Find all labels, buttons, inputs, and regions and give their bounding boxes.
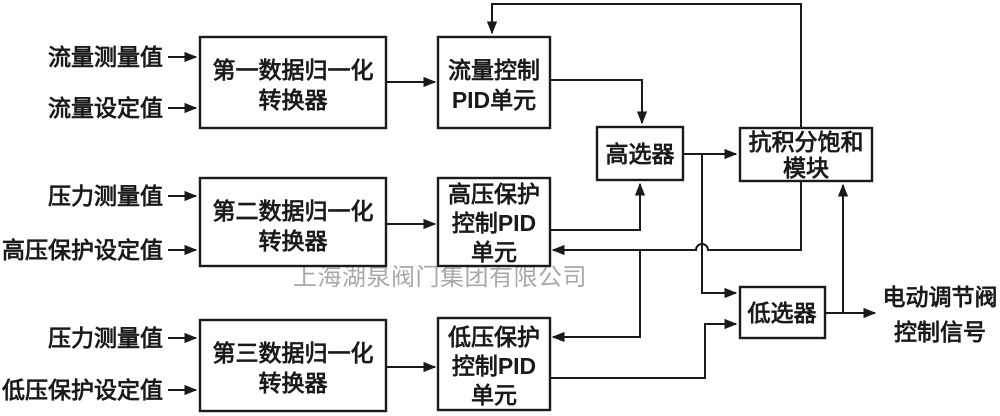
input-label-high-pressure-setpoint: 高压保护设定值 xyxy=(2,237,163,263)
normalizer1-label-line2: 转换器 xyxy=(259,87,329,113)
normalizer1-box xyxy=(198,35,388,130)
arrow-low-pressure-pid-to-low-selector xyxy=(550,318,738,379)
arrow-anti-windup-to-low-pressure-pid xyxy=(551,250,641,343)
output-label-line1: 电动调节阀 xyxy=(883,284,998,310)
arrow-high-selector-to-low-selector xyxy=(701,154,738,299)
normalizer3-box xyxy=(198,318,388,413)
flow-pid-label-line1: 流量控制 xyxy=(448,57,540,83)
low-pressure-pid-label-line3: 单元 xyxy=(471,382,517,408)
low-pressure-pid-unit-box xyxy=(436,316,552,412)
company-watermark: 上海湖泉阀门集团有限公司 xyxy=(293,264,587,291)
normalizer3-label-line1: 第三数据归一化 xyxy=(213,340,374,366)
normalizer2-label-line2: 转换器 xyxy=(259,228,329,254)
arrow-high-pressure-pid-to-high-selector xyxy=(550,182,646,231)
low-pressure-pid-label-line2: 控制PID xyxy=(452,353,536,379)
normalizer1-label-line1: 第一数据归一化 xyxy=(213,57,374,83)
arrow-flow-pid-to-high-selector xyxy=(550,79,648,125)
anti-windup-label-line1: 抗积分饱和 xyxy=(749,129,864,155)
arrow-anti-windup-to-flow-pid xyxy=(486,3,802,128)
input-label-pressure-measurement-1: 压力测量值 xyxy=(48,183,163,209)
flow-pid-label-line2: PID单元 xyxy=(452,87,536,113)
flow-pid-unit-box xyxy=(436,35,552,130)
anti-windup-module-box xyxy=(738,126,874,183)
high-selector-box xyxy=(595,125,685,182)
anti-windup-label-line2: 模块 xyxy=(783,155,829,181)
normalizer3-label-line2: 转换器 xyxy=(259,370,329,396)
input-label-flow-measurement: 流量测量值 xyxy=(48,44,163,70)
normalizer2-box xyxy=(198,176,388,268)
output-label-line2: 控制信号 xyxy=(894,319,986,345)
input-label-flow-setpoint: 流量设定值 xyxy=(48,95,163,121)
high-pressure-pid-label-line2: 控制PID xyxy=(452,210,536,236)
high-pressure-pid-label-line1: 高压保护 xyxy=(448,181,540,207)
arrow-anti-windup-to-high-pressure-pid xyxy=(551,181,802,256)
low-selector-label: 低选器 xyxy=(747,300,818,326)
low-selector-box xyxy=(738,285,827,340)
input-label-pressure-measurement-2: 压力测量值 xyxy=(48,325,163,351)
low-pressure-pid-label-line1: 低压保护 xyxy=(447,324,540,350)
high-selector-label: 高选器 xyxy=(606,141,676,167)
high-pressure-pid-label-line3: 单元 xyxy=(471,239,517,265)
normalizer2-label-line1: 第二数据归一化 xyxy=(213,198,374,224)
input-label-low-pressure-setpoint: 低压保护设定值 xyxy=(1,377,163,403)
high-pressure-pid-unit-box xyxy=(436,176,552,268)
